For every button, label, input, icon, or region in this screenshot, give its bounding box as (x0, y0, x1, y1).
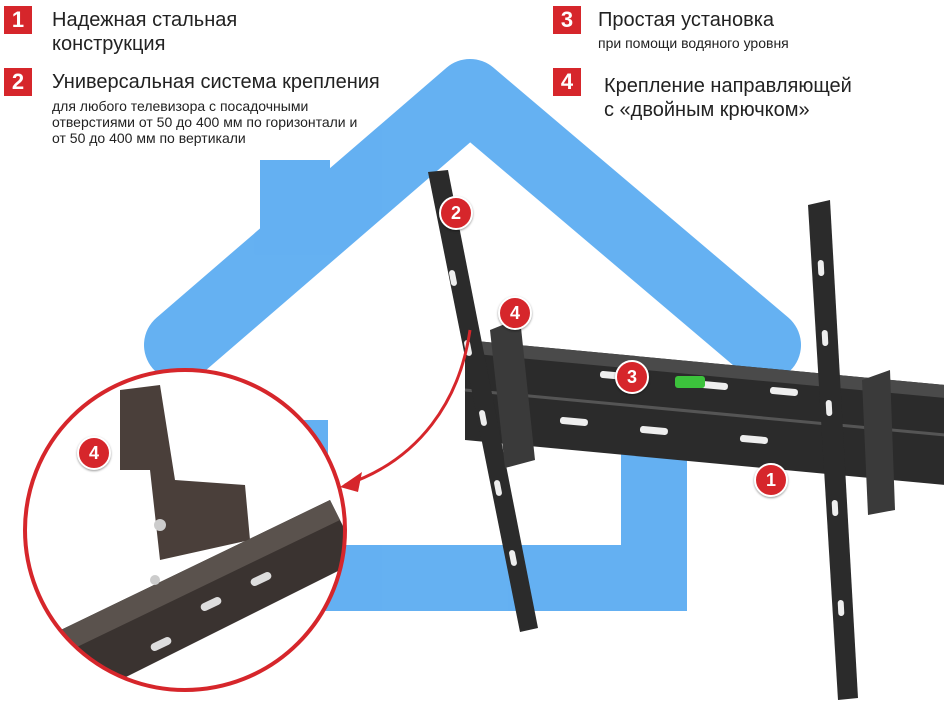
marker-2-left-arm: 2 (439, 196, 473, 230)
left-arm (428, 170, 538, 632)
feature-3-badge: 3 (553, 6, 581, 34)
feature-2-title: Универсальная система крепления (52, 71, 380, 93)
marker-4-hook: 4 (498, 296, 532, 330)
feature-2-subtitle-2: отверстиями от 50 до 400 мм по горизонта… (52, 114, 358, 130)
feature-1-title-line2: конструкция (52, 33, 166, 55)
bubble-level (675, 376, 705, 388)
feature-2-badge: 2 (4, 68, 32, 96)
feature-1-badge: 1 (4, 6, 32, 34)
feature-4-title-line2: с «двойным крючком» (604, 99, 810, 121)
zoom-detail (23, 368, 347, 692)
feature-4-title: Крепление направляющей (604, 75, 852, 97)
feature-3-subtitle: при помощи водяного уровня (598, 35, 789, 51)
zoom-arrow (344, 329, 472, 487)
marker-4-zoom: 4 (77, 436, 111, 470)
feature-2-subtitle-3: от 50 до 400 мм по вертикали (52, 130, 246, 146)
marker-1-rail: 1 (754, 463, 788, 497)
feature-3-title: Простая установка (598, 9, 775, 31)
feature-2-subtitle-1: для любого телевизора с посадочными (52, 98, 309, 114)
feature-4-badge: 4 (553, 68, 581, 96)
right-arm (808, 200, 895, 700)
marker-3-level: 3 (615, 360, 649, 394)
feature-1-title: Надежная стальная (52, 9, 238, 31)
